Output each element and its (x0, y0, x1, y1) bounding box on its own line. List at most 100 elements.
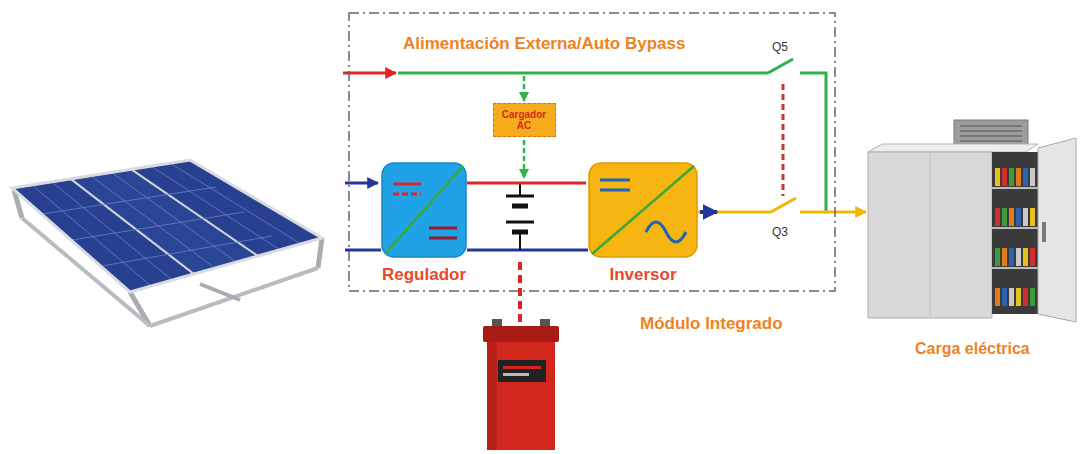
switch-interlock (782, 84, 785, 196)
dc-symbol (600, 189, 630, 192)
converter-diagonal (592, 166, 694, 254)
product (1002, 168, 1007, 186)
output-switch (771, 198, 796, 212)
solar-panel (72, 212, 244, 240)
unit-grille (960, 135, 1022, 137)
battery-symbol (519, 183, 521, 196)
battery-picture (503, 373, 529, 376)
unit-grille (960, 130, 1022, 132)
regulator-body (382, 163, 466, 257)
battery-symbol (506, 221, 534, 224)
output-switch (771, 204, 800, 220)
room-front (868, 152, 992, 318)
battery-symbol (506, 195, 534, 198)
converter-diagonal (385, 166, 463, 254)
open-door (1038, 138, 1076, 322)
product (1002, 248, 1007, 266)
product (995, 208, 1000, 226)
inv-outline (588, 162, 698, 258)
product (1016, 208, 1021, 226)
solar-panel (170, 163, 301, 244)
node-label: Regulador (341, 265, 507, 285)
charger-feed (523, 140, 526, 178)
node-label: Carga eléctrica (915, 340, 1030, 358)
door-handle (1042, 222, 1046, 242)
cold-room: Carga eléctrica (868, 118, 1078, 320)
product (1009, 248, 1014, 266)
product (1016, 288, 1021, 306)
solar-panel (151, 166, 280, 250)
battery-picture (483, 319, 559, 450)
room-top (868, 144, 1038, 152)
output-switch (771, 198, 800, 220)
shelf (992, 267, 1038, 269)
product (1016, 168, 1021, 186)
switch-name: Q3 (772, 225, 788, 239)
bypass-title: Alimentación Externa/Auto Bypass (403, 34, 685, 54)
connector (467, 182, 586, 185)
node-label: Cargador AC (498, 109, 551, 131)
inverter-body (589, 163, 697, 257)
dash-dot-frame (349, 13, 835, 291)
product (1002, 208, 1007, 226)
charger-box: Cargador AC (493, 103, 556, 137)
frame-outline (348, 12, 836, 292)
product (1030, 168, 1035, 186)
dc-symbol (429, 237, 457, 240)
unit-grille (960, 125, 1022, 127)
battery-link (520, 262, 521, 322)
solar-panel (111, 172, 236, 262)
battery-picture (503, 366, 541, 369)
product (1023, 168, 1028, 186)
battery-picture (487, 342, 555, 450)
bypass-line (343, 72, 396, 75)
product (1030, 288, 1035, 306)
dc-symbol (429, 227, 457, 230)
shelf (992, 227, 1038, 229)
product (1023, 288, 1028, 306)
bypass-line (768, 59, 793, 73)
reg-outline (381, 162, 467, 258)
dc-bus (467, 250, 588, 251)
battery-picture (498, 360, 546, 382)
product (1009, 208, 1014, 226)
switch-name: Q5 (772, 40, 788, 54)
dc-symbol (600, 179, 630, 182)
unit-grille (960, 140, 1022, 142)
inverter-box: Inversor (588, 162, 698, 258)
dc-symbol (393, 193, 421, 196)
regulator-box: Regulador (381, 162, 467, 258)
node-label: Inversor (548, 265, 738, 285)
battery-link (518, 262, 522, 322)
solar-panel (12, 160, 322, 326)
dc-symbol (393, 183, 421, 186)
product (1002, 288, 1007, 306)
product (1023, 248, 1028, 266)
product (1009, 288, 1014, 306)
battery-symbol (506, 183, 534, 250)
bypass-line (398, 72, 768, 75)
product (1016, 248, 1021, 266)
dc-bus (467, 249, 588, 252)
solar-panel (200, 284, 240, 300)
product (995, 168, 1000, 186)
solar-panel (131, 160, 322, 256)
solar-panel (318, 238, 322, 268)
module-frame: Cargador ACReguladorInversorMódulo Integ… (348, 12, 836, 292)
product (995, 288, 1000, 306)
product (995, 248, 1000, 266)
product (1009, 168, 1014, 186)
room-interior (992, 152, 1038, 314)
panel-joint (930, 152, 931, 318)
solar-panel (102, 236, 272, 266)
input-wires (345, 249, 381, 252)
battery-picture (483, 326, 559, 342)
ac-symbol (646, 222, 686, 242)
shelf (992, 187, 1038, 189)
solar-panel (12, 160, 322, 292)
room-outline (868, 118, 1078, 320)
node-label: Módulo Integrado (640, 314, 783, 334)
battery-picture (487, 342, 497, 450)
